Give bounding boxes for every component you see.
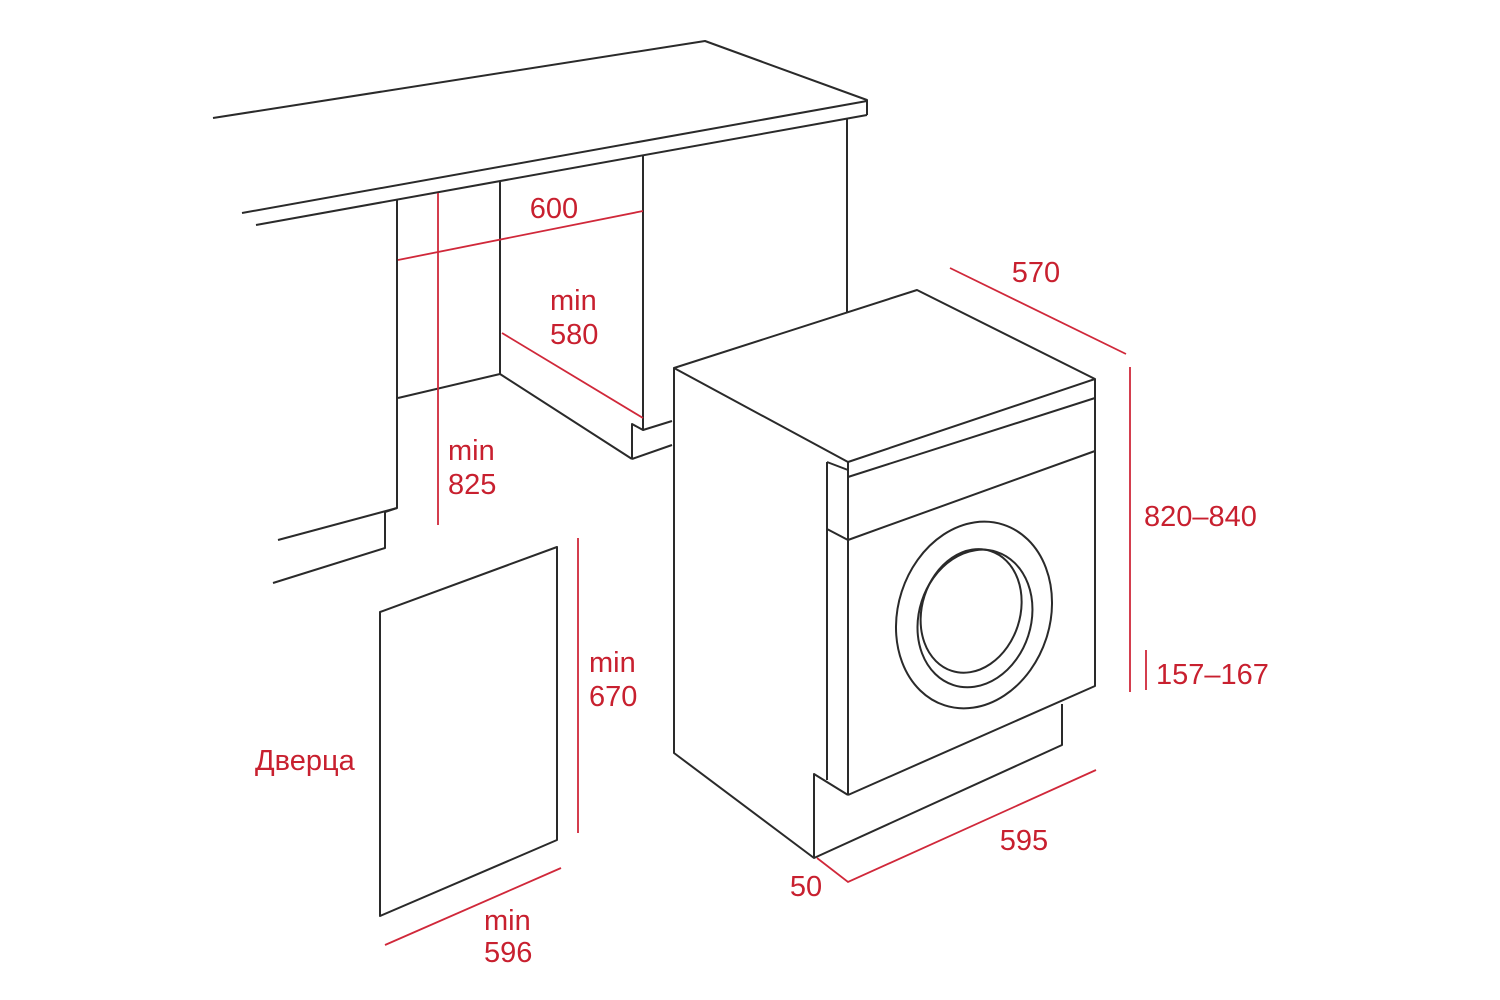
dim-niche-width (397, 210, 644, 261)
porthole-glass (919, 548, 1023, 674)
left-cabinet-plinth (277, 507, 398, 541)
label-door-offset: 50 (790, 871, 822, 903)
label-machine-depth: 570 (1012, 257, 1060, 289)
label-niche-depth-min: min (550, 285, 597, 317)
machine-side (673, 368, 1063, 859)
dim-door-width (384, 867, 562, 946)
dimension-lines (384, 193, 1147, 946)
label-niche-depth: 580 (550, 319, 598, 351)
niche-floor (397, 373, 633, 460)
dimension-labels: 600 min 580 min 825 Дверца min 670 min 5… (255, 193, 1269, 969)
dim-machine-width (816, 769, 1097, 884)
kitchen-cabinet (212, 40, 868, 584)
label-door-height-min: min (589, 647, 636, 679)
machine-top-thickness (847, 379, 1096, 478)
porthole-outer (894, 520, 1054, 710)
door-panel (379, 546, 558, 917)
right-cabinet-plinth-bottom (631, 444, 673, 460)
label-niche-height: 825 (448, 469, 496, 501)
label-door: Дверца (255, 745, 356, 777)
machine-front-right (847, 398, 1096, 796)
label-door-height: 670 (589, 681, 637, 713)
label-niche-width: 600 (530, 193, 578, 225)
countertop-back-edge (212, 40, 868, 119)
machine-front-lower (813, 773, 849, 858)
front-strip-top (826, 461, 849, 471)
right-cabinet-plinth (631, 420, 673, 459)
dim-machine-depth (949, 267, 1127, 355)
label-plinth-height: 157–167 (1156, 659, 1269, 691)
porthole-ring (916, 548, 1034, 689)
label-machine-width: 595 (1000, 825, 1048, 857)
label-machine-height: 820–840 (1144, 501, 1257, 533)
label-niche-height-min: min (448, 435, 495, 467)
dim-niche-depth (501, 332, 644, 419)
label-door-width-min: min (484, 905, 531, 937)
countertop-front-edge (241, 100, 868, 214)
washing-machine (673, 289, 1096, 859)
machine-top (673, 289, 1096, 463)
label-door-width: 596 (484, 937, 532, 969)
countertop-underside (255, 114, 868, 226)
control-panel-bottom (826, 450, 1096, 541)
